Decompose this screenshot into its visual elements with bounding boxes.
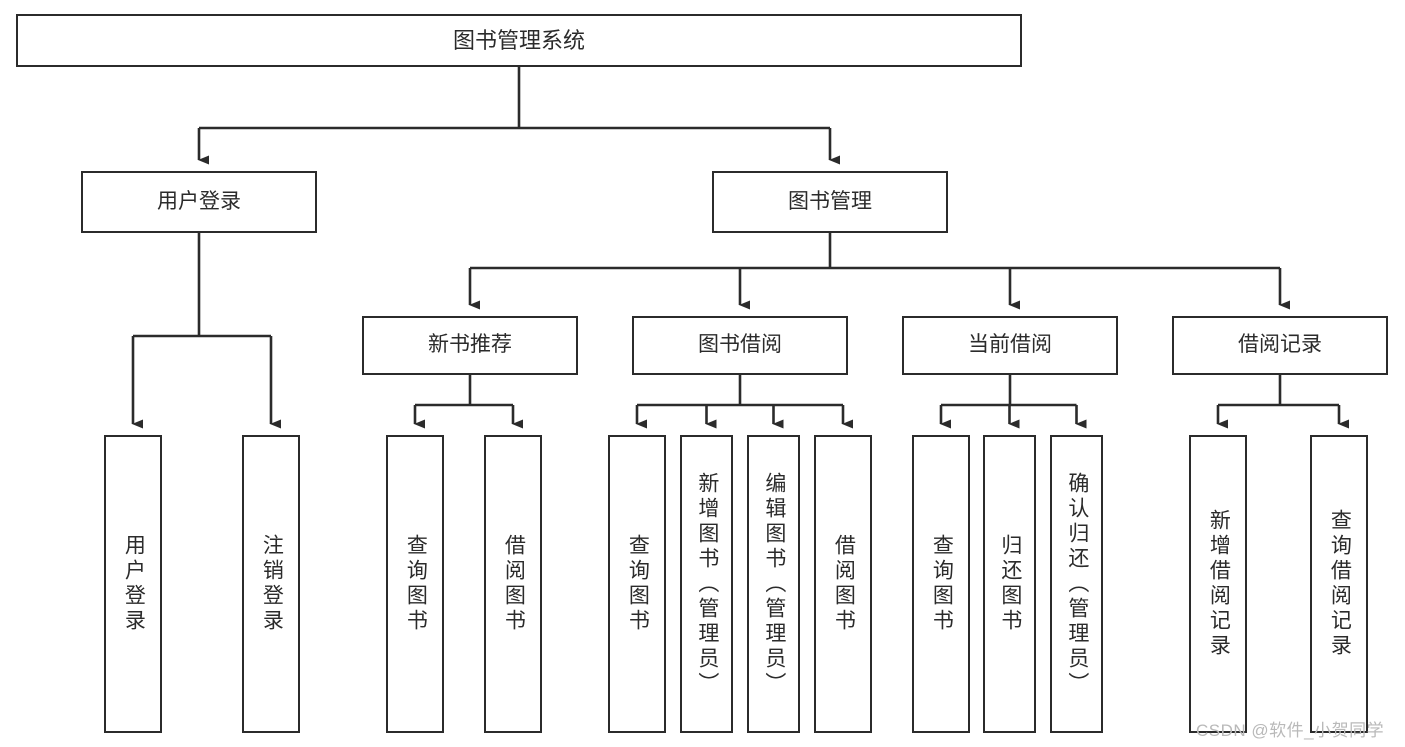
node-label: 查询借阅记录 (1328, 509, 1352, 659)
node-root-system[interactable]: 图书管理系统 (16, 14, 1022, 67)
node-label: 借阅图书 (832, 534, 856, 634)
node-label: 查询图书 (626, 534, 650, 634)
node-label: 编辑图书（管理员） (762, 471, 786, 697)
node-label: 查询图书 (930, 534, 954, 634)
node-leaf-leaf_confirm_return[interactable]: 确认归还（管理员） (1050, 435, 1103, 733)
node-leaf-leaf_logout[interactable]: 注销登录 (242, 435, 300, 733)
node-label: 新增图书（管理员） (695, 471, 719, 697)
node-label: 注销登录 (260, 534, 284, 634)
node-leaf-leaf_query_book_rec[interactable]: 查询图书 (386, 435, 444, 733)
node-leaf-leaf_user_login[interactable]: 用户登录 (104, 435, 162, 733)
node-l3-new_book_rec[interactable]: 新书推荐 (362, 316, 578, 375)
node-label: 借阅图书 (502, 534, 526, 634)
node-label: 确认归还（管理员） (1065, 471, 1089, 697)
node-label: 查询图书 (404, 534, 428, 634)
node-l3-book_borrow[interactable]: 图书借阅 (632, 316, 848, 375)
node-leaf-leaf_query_book_bb[interactable]: 查询图书 (608, 435, 666, 733)
node-label: 归还图书 (998, 534, 1022, 634)
node-leaf-leaf_edit_book[interactable]: 编辑图书（管理员） (747, 435, 800, 733)
node-leaf-leaf_query_record[interactable]: 查询借阅记录 (1310, 435, 1368, 733)
node-l2-book_manage[interactable]: 图书管理 (712, 171, 948, 233)
node-l2-user_login[interactable]: 用户登录 (81, 171, 317, 233)
node-label: 新增借阅记录 (1207, 509, 1231, 659)
csdn-watermark: CSDN @软件_小贺同学 (1196, 721, 1385, 740)
node-l3-borrow_record[interactable]: 借阅记录 (1172, 316, 1388, 375)
node-leaf-leaf_add_record[interactable]: 新增借阅记录 (1189, 435, 1247, 733)
node-leaf-leaf_borrow_book_bb[interactable]: 借阅图书 (814, 435, 872, 733)
node-leaf-leaf_borrow_book_rec[interactable]: 借阅图书 (484, 435, 542, 733)
node-leaf-leaf_add_book[interactable]: 新增图书（管理员） (680, 435, 733, 733)
node-label: 用户登录 (122, 534, 146, 634)
node-leaf-leaf_return_book[interactable]: 归还图书 (983, 435, 1036, 733)
node-l3-current_borrow[interactable]: 当前借阅 (902, 316, 1118, 375)
node-leaf-leaf_query_book_cb[interactable]: 查询图书 (912, 435, 970, 733)
